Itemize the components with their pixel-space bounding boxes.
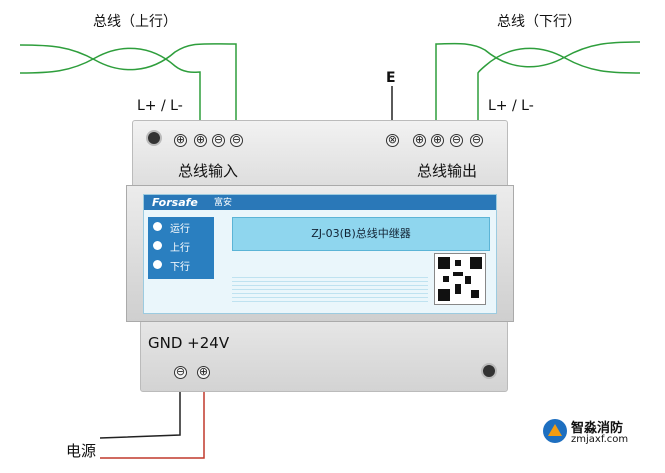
mount-hole-bottom — [481, 363, 497, 379]
qr-code-icon — [434, 253, 486, 305]
polarity-label-left: L+ / L- — [137, 98, 183, 114]
bus-up-wire-a — [19, 43, 237, 128]
terminal-out-minus-2: ⊖ — [470, 133, 483, 147]
earth-label: E — [386, 70, 396, 86]
watermark-logo-icon — [542, 418, 568, 444]
watermark-name: 智淼消防 — [571, 421, 624, 436]
power-plus-wire — [100, 378, 205, 459]
device-top-section — [132, 120, 508, 192]
down-led-icon — [153, 260, 162, 269]
terminal-out-plus-1: ⊕ — [413, 133, 426, 147]
device-bottom-section — [140, 320, 508, 392]
terminal-out-minus-1: ⊖ — [450, 133, 463, 147]
bus-down-wire-b — [477, 47, 641, 128]
brand-sub: 富安 — [214, 198, 233, 208]
model-name-box: ZJ-03(B)总线中继器 — [232, 217, 490, 251]
polarity-label-right: L+ / L- — [488, 98, 534, 114]
vent-stripes — [232, 277, 428, 303]
terminal-in-plus-1: ⊕ — [174, 133, 187, 147]
bus-up-wire-b — [19, 47, 201, 128]
led-label-down: 下行 — [170, 262, 190, 273]
led-label-up: 上行 — [170, 243, 190, 254]
bus-up-label: 总线（上行） — [93, 14, 177, 30]
terminal-in-minus-1: ⊖ — [212, 133, 225, 147]
bus-input-label: 总线输入 — [178, 162, 239, 180]
terminal-in-minus-2: ⊖ — [230, 133, 243, 147]
terminal-power-minus: ⊖ — [174, 365, 187, 379]
run-led-icon — [153, 222, 162, 231]
led-label-run: 运行 — [170, 224, 190, 235]
terminal-in-plus-2: ⊕ — [194, 133, 207, 147]
model-name: ZJ-03(B)总线中继器 — [311, 227, 411, 240]
terminal-earth: ⊗ — [386, 133, 399, 147]
brand-logo: Forsafe — [152, 196, 198, 209]
panel-header: Forsafe 富安 — [144, 195, 496, 210]
mount-hole-top — [146, 130, 162, 146]
power-label: 电源 — [66, 442, 97, 460]
front-panel: Forsafe 富安 运行 上行 下行 ZJ-03(B)总线中继器 — [143, 194, 497, 314]
status-led-box: 运行 上行 下行 — [148, 217, 214, 279]
bus-output-label: 总线输出 — [417, 162, 478, 180]
terminal-power-plus: ⊕ — [197, 365, 210, 379]
gnd-24v-label: GND +24V — [148, 334, 230, 352]
up-led-icon — [153, 241, 162, 250]
power-minus-wire — [99, 378, 181, 439]
bus-down-wire-a — [435, 41, 641, 128]
bus-down-label: 总线（下行） — [497, 14, 581, 30]
terminal-out-plus-2: ⊕ — [431, 133, 444, 147]
watermark-url: zmjaxf.com — [571, 434, 629, 445]
